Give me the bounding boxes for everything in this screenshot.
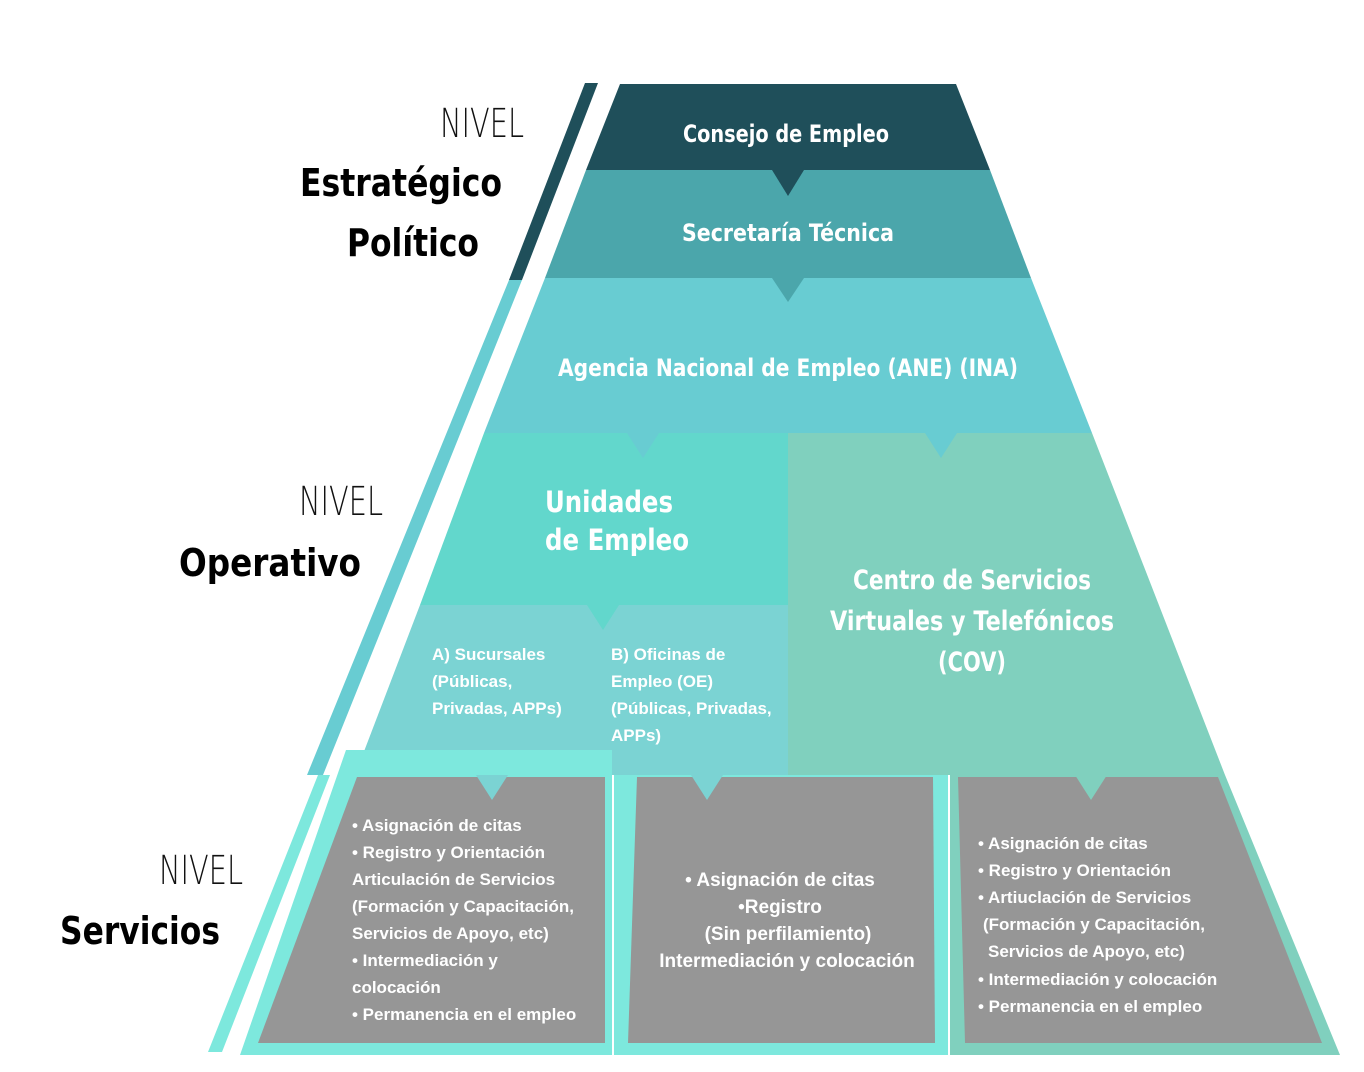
services-right-line-7: • Permanencia en el empleo: [978, 997, 1202, 1016]
services-box-right: [958, 777, 1322, 1043]
services-right-line-4: (Formación y Capacitación,: [983, 915, 1205, 934]
branch-oficinas-2: Empleo (OE): [611, 672, 713, 691]
tier-unidades-title-2: de Empleo: [545, 523, 689, 557]
level-strategic-nivel: NIVEL: [440, 101, 524, 147]
level-services-nivel: NIVEL: [159, 848, 243, 894]
branch-sucursales-1: A) Sucursales: [432, 645, 545, 664]
services-right-line-3: • Artiuclación de Servicios: [978, 888, 1191, 907]
level-services-name: Servicios: [60, 909, 220, 953]
services-left-line-7: colocación: [352, 978, 441, 997]
tier-consejo-title: Consejo de Empleo: [683, 120, 889, 148]
stripe-operative: [307, 280, 522, 775]
services-right-line-5: Servicios de Apoyo, etc): [988, 942, 1185, 961]
services-left-line-5: Servicios de Apoyo, etc): [352, 924, 549, 943]
tier-branches: [355, 605, 788, 775]
arrow-oficinas-down: [691, 775, 723, 800]
level-operative-nivel: NIVEL: [299, 479, 383, 525]
tier-cov-title-3: (COV): [938, 647, 1006, 678]
tier-consejo: [586, 84, 990, 170]
level-operative-name: Operativo: [179, 541, 361, 585]
tier-cov-title-1: Centro de Servicios: [853, 565, 1091, 596]
services-middle-line-1: • Asignación de citas: [685, 870, 875, 891]
arrow-consejo-down: [772, 170, 804, 196]
branch-sucursales-2: (Públicas,: [432, 672, 512, 691]
arrow-agencia-left: [627, 433, 659, 458]
stripe-strategic: [509, 83, 598, 280]
arrow-agencia-right: [925, 433, 957, 458]
services-box-middle: [628, 777, 935, 1043]
tier-agencia: [484, 278, 1092, 433]
services-box-left: [258, 777, 605, 1043]
services-left-line-8: • Permanencia en el empleo: [352, 1005, 576, 1024]
arrow-sucursales-down: [476, 775, 508, 800]
services-left-line-4: (Formación y Capacitación,: [352, 897, 574, 916]
tier-cov: [788, 433, 1225, 775]
services-left-line-6: • Intermediación y: [352, 951, 498, 970]
services-right-line-1: • Asignación de citas: [978, 834, 1148, 853]
services-middle-line-3: (Sin perfilamiento): [705, 924, 872, 945]
arrow-secretaria-down: [772, 278, 804, 302]
services-left-line-3: Articulación de Servicios: [352, 870, 555, 889]
level-strategic-name2: Político: [347, 221, 479, 265]
stripe-services: [208, 775, 330, 1052]
services-right-line-6: • Intermediación y colocación: [978, 970, 1217, 989]
services-left-line-2: • Registro y Orientación: [352, 843, 545, 862]
tier-secretaria-title: Secretaría Técnica: [682, 219, 894, 247]
tier-agencia-title: Agencia Nacional de Empleo (ANE) (INA): [558, 354, 1018, 382]
branch-sucursales-3: Privadas, APPs): [432, 699, 562, 718]
branch-oficinas-3: (Públicas, Privadas,: [611, 699, 772, 718]
tier-unidades-title-1: Unidades: [545, 485, 673, 519]
services-middle-line-4: Intermediación y colocación: [659, 951, 915, 972]
tier-cov-title-2: Virtuales y Telefónicos: [830, 606, 1114, 637]
branch-oficinas-4: APPs): [611, 726, 661, 745]
branch-oficinas-1: B) Oficinas de: [611, 645, 725, 664]
services-left-line-1: • Asignación de citas: [352, 816, 522, 835]
tier-secretaria: [545, 170, 1031, 278]
arrow-cov-down: [1075, 775, 1107, 800]
arrow-unidades-down: [587, 605, 619, 630]
services-right-line-2: • Registro y Orientación: [978, 861, 1171, 880]
level-strategic-name: Estratégico: [300, 161, 502, 205]
services-middle-line-2: •Registro: [738, 897, 822, 918]
tier-unidades: [420, 433, 788, 605]
